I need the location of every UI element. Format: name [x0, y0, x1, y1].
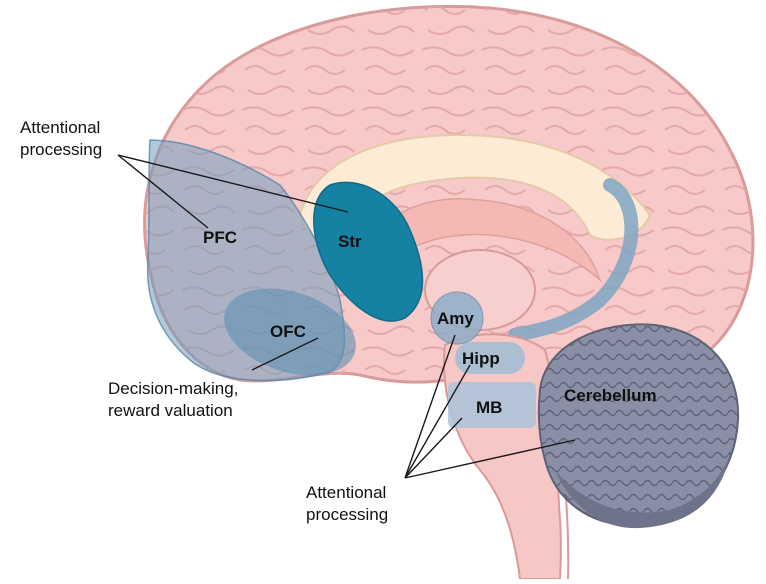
label-ofc: OFC	[270, 322, 306, 341]
label-amy: Amy	[437, 309, 474, 328]
label-cerebellum: Cerebellum	[564, 386, 657, 405]
cerebellum-structure	[539, 324, 738, 528]
annotation-left-line2: reward valuation	[108, 401, 233, 420]
annotation-top-left-line1: Attentional	[20, 118, 100, 137]
annotation-bottom-line2: processing	[306, 505, 388, 524]
annotation-bottom-line1: Attentional	[306, 483, 386, 502]
label-mb: MB	[476, 398, 502, 417]
label-hipp: Hipp	[462, 349, 500, 368]
label-str: Str	[338, 232, 362, 251]
annotation-left-line1: Decision-making,	[108, 379, 238, 398]
label-pfc: PFC	[203, 228, 237, 247]
annotation-top-left-line2: processing	[20, 140, 102, 159]
